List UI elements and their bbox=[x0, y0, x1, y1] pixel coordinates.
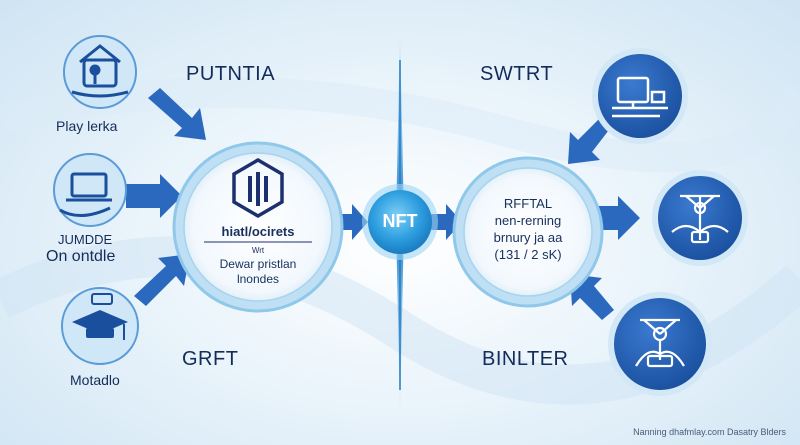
arrow-node-to-hub bbox=[336, 204, 368, 240]
left-node-tag: Wrt bbox=[251, 246, 265, 255]
left-node-line1: Dewar pristlan bbox=[219, 257, 297, 271]
arrows-left bbox=[126, 88, 206, 306]
house-person-icon bbox=[71, 44, 129, 98]
arrow-middle-left bbox=[126, 174, 182, 218]
heading-top-left: PUTNTIA bbox=[186, 63, 276, 85]
right-node bbox=[463, 167, 593, 297]
network-hands-icon bbox=[671, 194, 729, 244]
hub-label: NFT bbox=[382, 211, 418, 231]
center-left-node bbox=[183, 152, 333, 302]
label-motadlo: Motadlo bbox=[70, 372, 120, 388]
graduation-cap-icon bbox=[72, 293, 128, 340]
hexagon-logo-icon bbox=[232, 157, 284, 219]
laptop-hand-icon bbox=[59, 172, 112, 217]
label-jumdde: JUMDDE bbox=[58, 232, 113, 247]
heading-bottom-left: GRFT bbox=[182, 348, 239, 370]
background-swoosh bbox=[0, 77, 800, 173]
arrow-top-left bbox=[148, 88, 206, 140]
label-on-ontdle: On ontdle bbox=[46, 248, 116, 265]
arrow-bottom-left bbox=[134, 254, 190, 306]
heading-bottom-right: BINLTER bbox=[482, 348, 569, 370]
right-node-line3: brnury ja aa bbox=[493, 230, 563, 245]
heading-top-right: SWTRT bbox=[480, 63, 554, 85]
right-node-line1: RFFTAL bbox=[503, 196, 553, 211]
arrow-from-top-right bbox=[568, 118, 612, 164]
footer-credit: Nanning dhafmlay.com Dasatry Blders bbox=[633, 427, 786, 437]
left-node-line2: lnondes bbox=[236, 272, 280, 286]
person-network-icon bbox=[635, 318, 685, 368]
right-node-line4: (131 / 2 sK) bbox=[494, 247, 562, 262]
label-play: Play lerka bbox=[56, 118, 118, 134]
right-node-line2: nen-rerning bbox=[494, 213, 562, 228]
hub-circle bbox=[368, 190, 432, 254]
left-node-title: hiatl/ocirets bbox=[221, 224, 295, 239]
monitor-desk-icon bbox=[612, 76, 668, 118]
